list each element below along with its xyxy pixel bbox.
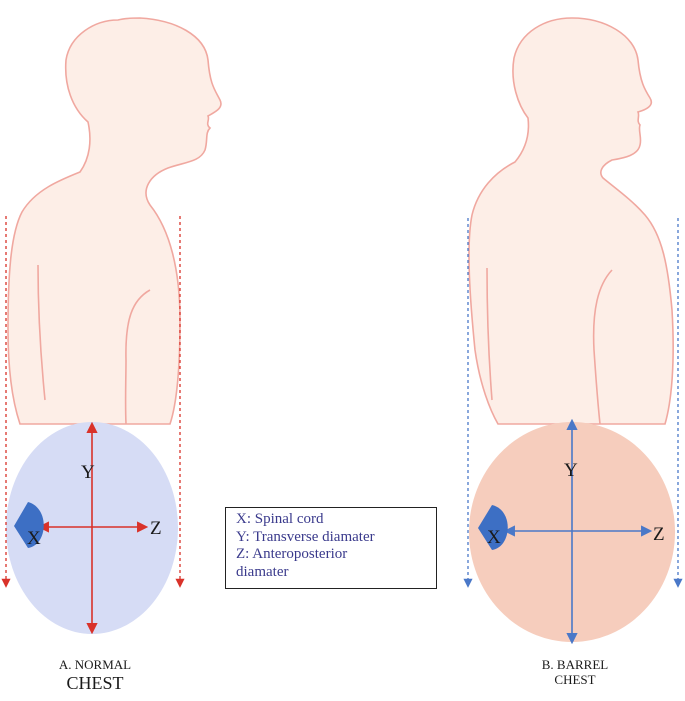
normal-caption-line1: A. NORMAL <box>58 657 132 672</box>
normal-chest-silhouette <box>7 17 222 425</box>
normal-caption-line2: CHEST <box>66 673 124 693</box>
barrel-caption-line1: B. BARREL <box>541 657 609 672</box>
barrel-chest-silhouette <box>468 17 674 425</box>
barrel-chest-caption: B. BARREL CHEST <box>505 657 645 687</box>
normal-y-label: Y <box>81 462 95 483</box>
barrel-spine-marker <box>478 505 508 550</box>
normal-spine-marker <box>14 502 44 548</box>
normal-chest-caption: A. NORMAL CHEST <box>20 657 170 694</box>
normal-x-label: X <box>27 528 41 549</box>
legend-x-entry: X: Spinal cord <box>236 511 324 527</box>
barrel-z-label: Z <box>653 524 665 545</box>
legend-box: X: Spinal cord Y: Transverse diamater Z:… <box>225 507 437 589</box>
barrel-y-label: Y <box>564 460 578 481</box>
barrel-caption-line2: CHEST <box>554 672 596 687</box>
legend-y-entry: Y: Transverse diamater <box>236 528 375 545</box>
legend-z-entry-cont: diamater <box>236 563 289 580</box>
normal-z-label: Z <box>150 518 162 539</box>
barrel-x-label: X <box>487 527 501 548</box>
legend-z-entry: Z: Anteroposterior <box>236 546 348 562</box>
